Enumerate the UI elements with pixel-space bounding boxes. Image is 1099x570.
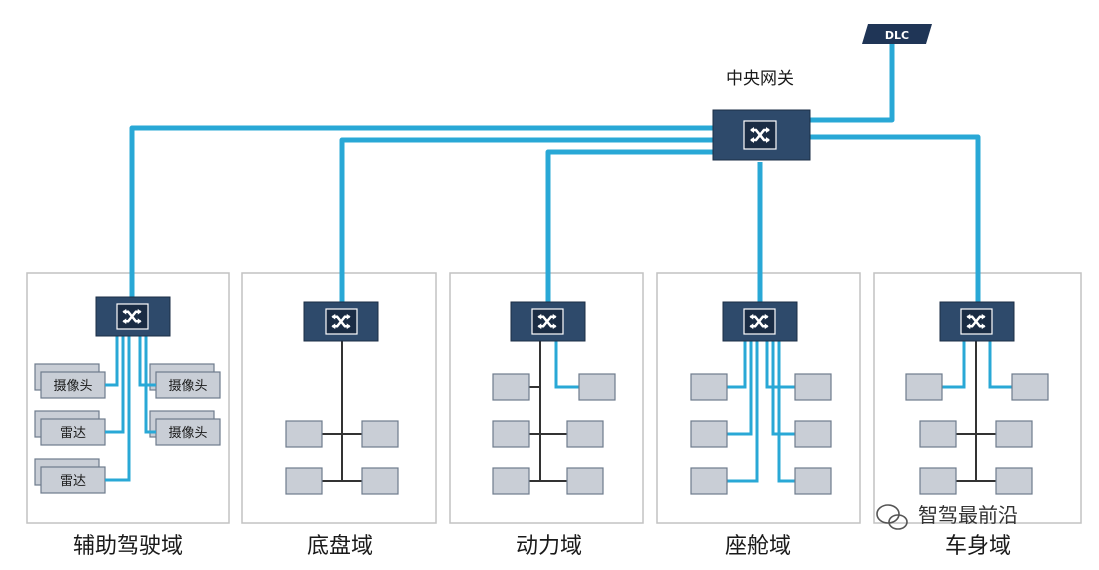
- domain-cockpit: [690, 301, 832, 495]
- central-gateway: [712, 109, 811, 161]
- domain-label: 座舱域: [725, 534, 791, 559]
- domain-label: 底盘域: [307, 534, 373, 559]
- domain-label: 辅助驾驶域: [73, 534, 183, 559]
- adas-device-label: 雷达: [60, 426, 86, 441]
- domain-adas: 摄像头 雷达 雷达 摄像头 摄像头: [34, 296, 221, 494]
- adas-device-label: 雷达: [60, 474, 86, 489]
- adas-device-group: [34, 363, 221, 494]
- wechat-icon: [876, 504, 908, 530]
- domain-body: [905, 301, 1049, 495]
- powertrain-devices: [492, 373, 616, 495]
- watermark: 智驾最前沿: [876, 503, 1018, 530]
- adas-links: [105, 335, 156, 482]
- watermark-text: 智驾最前沿: [918, 503, 1018, 527]
- adas-device-label: 摄像头: [168, 379, 207, 394]
- domain-chassis: [285, 301, 399, 495]
- backbone-links: [129, 42, 981, 303]
- chassis-devices: [285, 420, 399, 495]
- domain-label: 动力域: [516, 534, 582, 559]
- gateway-label: 中央网关: [726, 69, 794, 89]
- cockpit-devices: [690, 373, 832, 495]
- domain-powertrain: [492, 301, 616, 495]
- domain-label: 车身域: [945, 534, 1011, 559]
- body-devices: [905, 373, 1049, 495]
- adas-device-label: 摄像头: [53, 379, 92, 394]
- adas-device-label: 摄像头: [168, 426, 207, 441]
- dlc-connector: DLC: [862, 24, 932, 44]
- dlc-label: DLC: [885, 29, 909, 42]
